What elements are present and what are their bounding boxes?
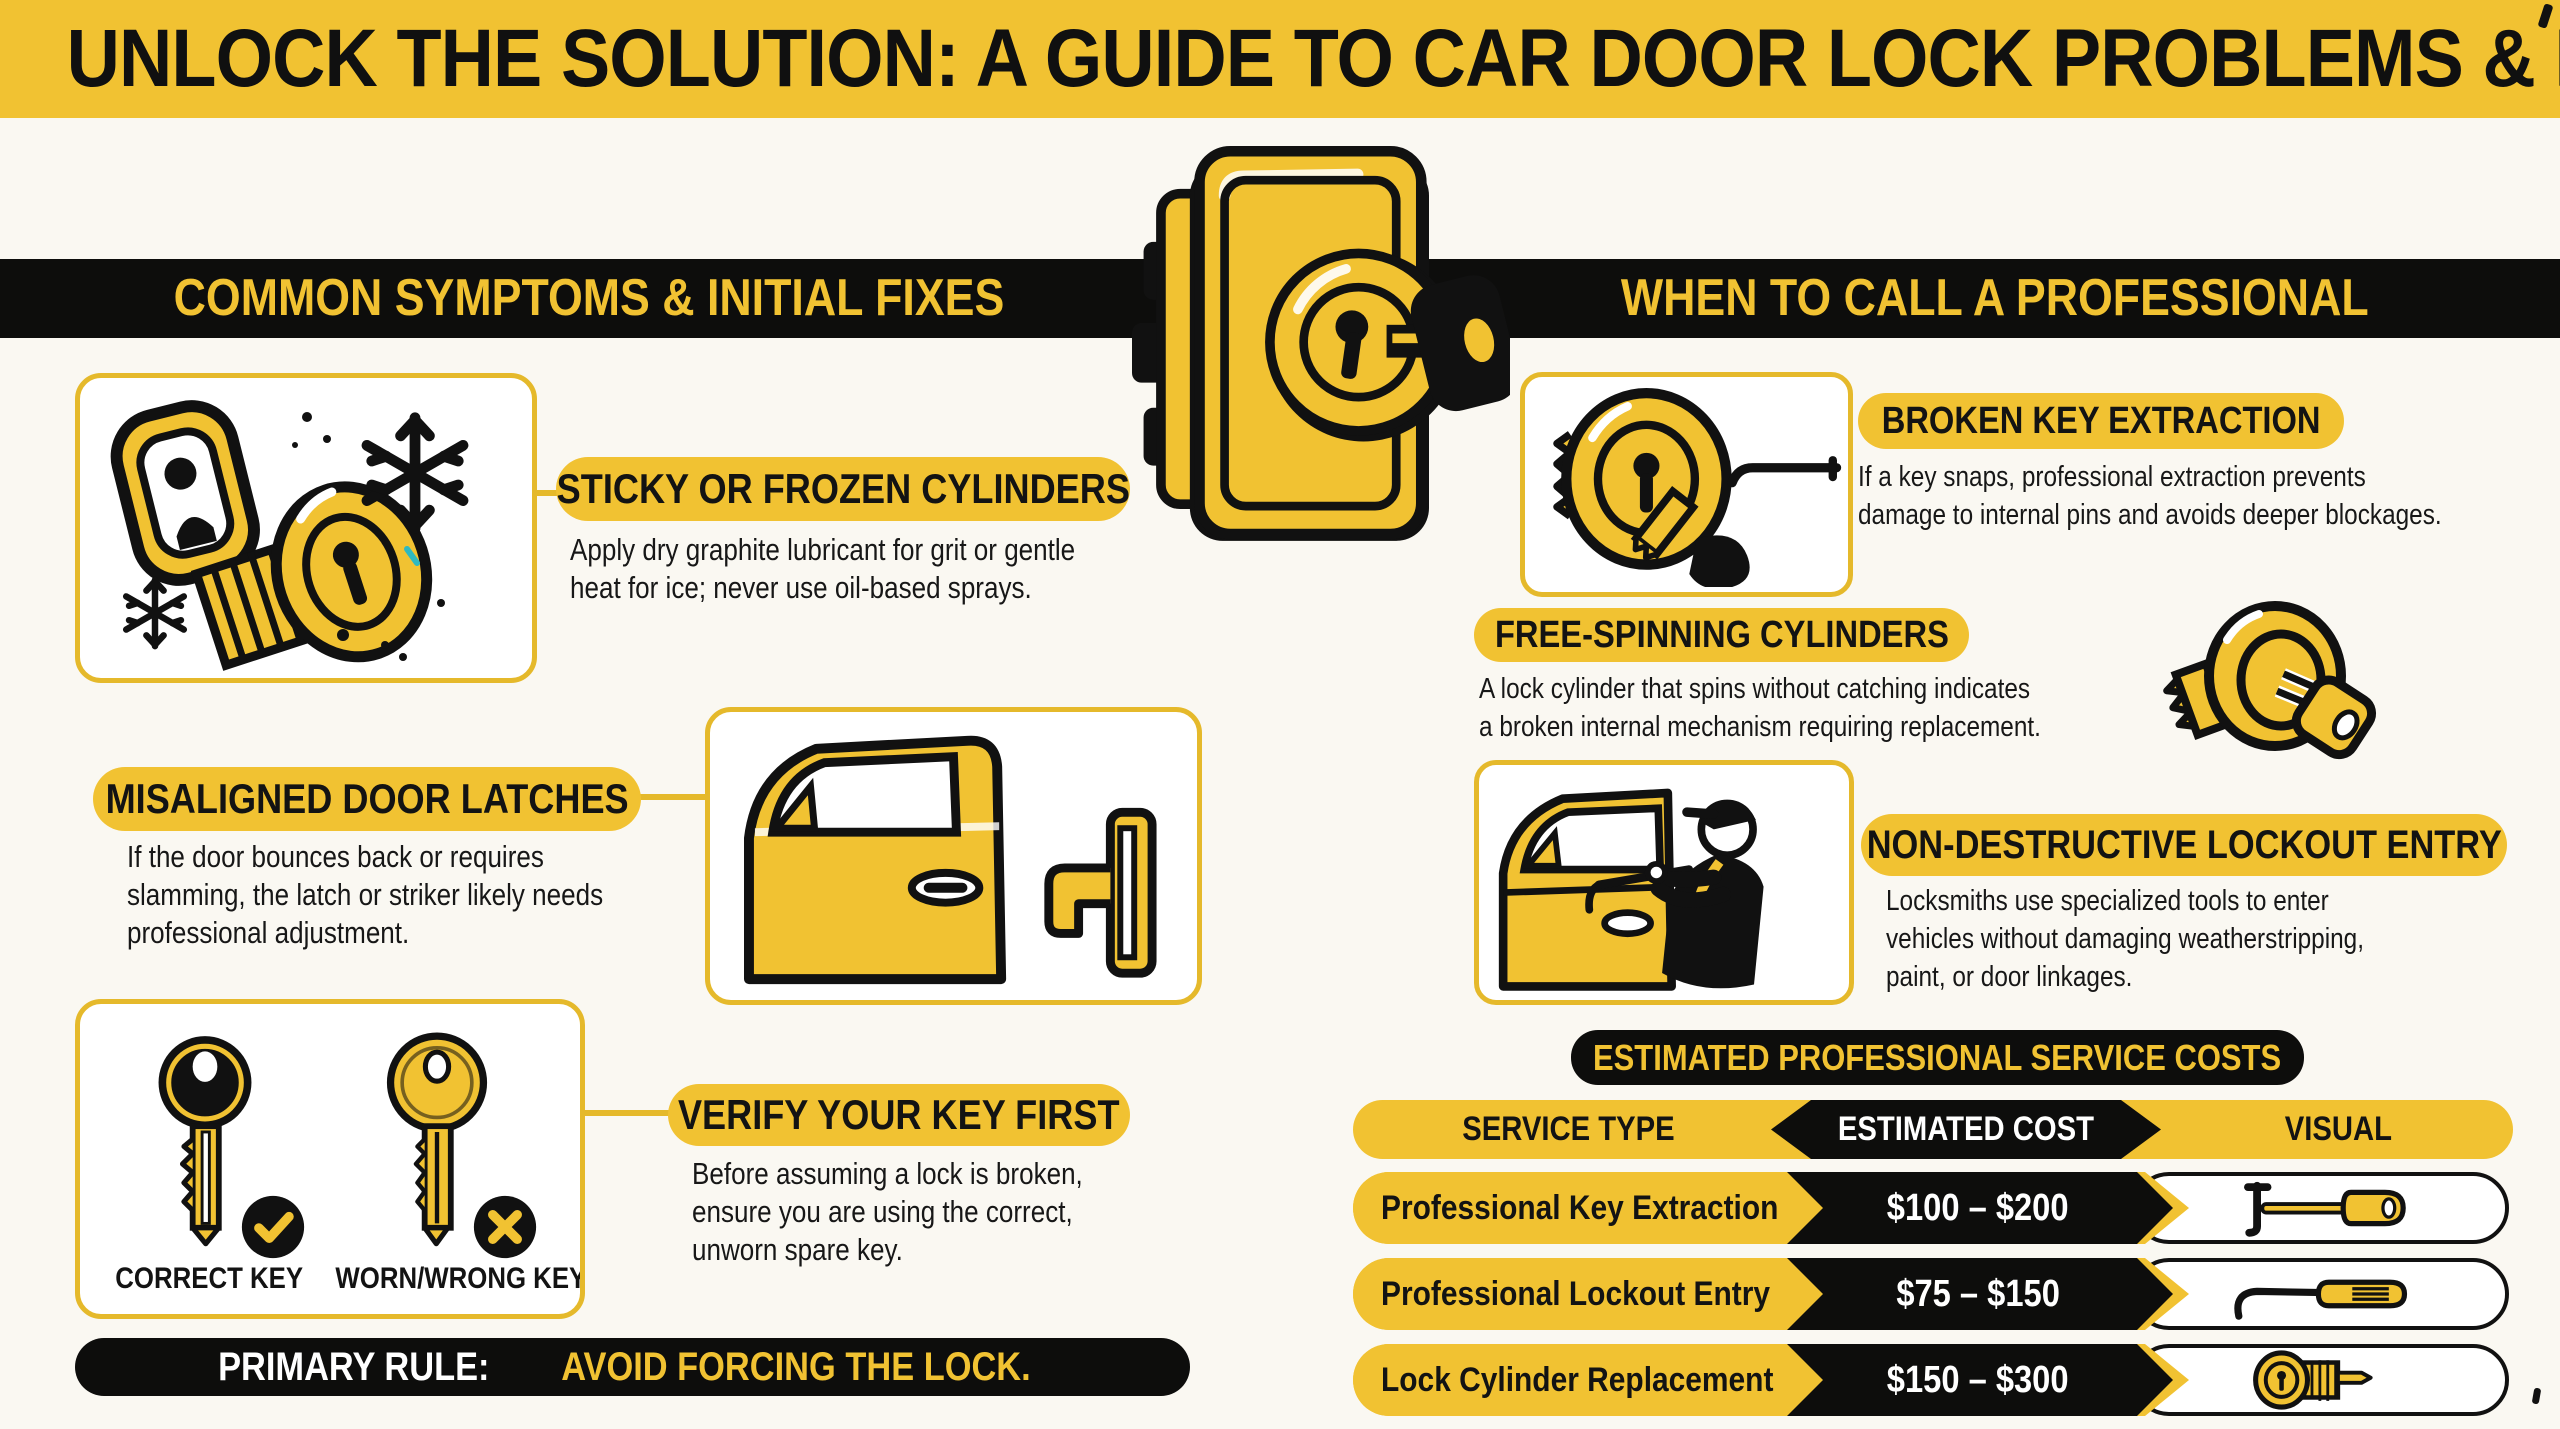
section-title: NON-DESTRUCTIVE LOCKOUT ENTRY: [1866, 822, 2502, 867]
row-service-segment: [1353, 1172, 1823, 1244]
connector-line: [639, 794, 707, 800]
correct-key-label: CORRECT KEY: [115, 1262, 304, 1295]
lockout-entry-body: Locksmiths use specialized tools to ente…: [1886, 885, 2364, 993]
key-comparison-card: CORRECT KEY WORN/WRONG KEY: [75, 999, 585, 1319]
free-spinning-title-pill: FREE-SPINNING CYLINDERS: [1474, 608, 1969, 662]
free-spinning-body: A lock cylinder that spins without catch…: [1479, 673, 2041, 743]
sticky-frozen-body: Apply dry graphite lubricant for grit or…: [570, 532, 1076, 605]
service-cost: $100 – $200: [1887, 1187, 2069, 1229]
cross-badge-icon: [472, 1194, 538, 1260]
spinning-cylinder-with-key-icon: [2155, 592, 2395, 767]
car-door-lock-with-key-icon: [1105, 126, 1510, 568]
column-header-visual: VISUAL: [2284, 1110, 2392, 1148]
column-header-estimated-cost: ESTIMATED COST: [1837, 1110, 2095, 1148]
latch-striker: [1044, 807, 1157, 978]
primary-rule-prefix: PRIMARY RULE:: [217, 1344, 490, 1389]
service-name: Professional Key Extraction: [1381, 1189, 1779, 1227]
sticky-frozen-title-pill: STICKY OR FROZEN CYLINDERS: [556, 457, 1130, 521]
service-name: Professional Lockout Entry: [1381, 1275, 1771, 1313]
table-row: Professional Key Extraction $100 – $200: [1353, 1172, 2513, 1244]
title-banner: UNLOCK THE SOLUTION: A GUIDE TO CAR DOOR…: [0, 0, 2560, 118]
row-cost-segment: [1753, 1344, 2173, 1416]
lock-cylinder-icon: [2133, 1344, 2509, 1416]
row-service-segment: [1353, 1344, 1823, 1416]
lockout-hook-tool-icon: [2133, 1258, 2509, 1330]
section-title: STICKY OR FROZEN CYLINDERS: [556, 465, 1130, 512]
primary-rule-emphasis: AVOID FORCING THE LOCK.: [561, 1344, 1032, 1389]
misaligned-title-pill: MISALIGNED DOOR LATCHES: [93, 767, 641, 831]
misaligned-body: If the door bounces back or requires sla…: [127, 839, 604, 950]
row-service-segment: [1353, 1258, 1823, 1330]
primary-rule-bar: PRIMARY RULE: AVOID FORCING THE LOCK.: [75, 1338, 1190, 1396]
page-title: UNLOCK THE SOLUTION: A GUIDE TO CAR DOOR…: [66, 13, 2560, 104]
worn-key-icon: [372, 1026, 502, 1251]
costs-table: SERVICE TYPE ESTIMATED COST VISUAL: [1353, 1100, 2513, 1420]
connector-line: [523, 490, 558, 496]
left-section-header: COMMON SYMPTOMS & INITIAL FIXES: [173, 269, 1005, 327]
service-cost: $150 – $300: [1887, 1359, 2069, 1401]
check-badge-icon: [240, 1194, 306, 1260]
verify-key-body: Before assuming a lock is broken, ensure…: [692, 1156, 1083, 1267]
row-cost-segment: [1753, 1172, 2173, 1244]
broken-key-title-pill: BROKEN KEY EXTRACTION: [1858, 393, 2344, 449]
header-cost-hexagon: [1771, 1100, 2161, 1159]
print-artifact: [2531, 1387, 2542, 1405]
column-header-service-type: SERVICE TYPE: [1461, 1110, 1675, 1148]
broken-key-in-cylinder-icon: [1520, 372, 1853, 597]
correct-key-icon: [140, 1026, 270, 1251]
connector-line: [573, 1110, 670, 1116]
verify-key-title-pill: VERIFY YOUR KEY FIRST: [668, 1084, 1130, 1146]
locksmith-opening-car-door-icon: [1474, 760, 1854, 1005]
section-title: MISALIGNED DOOR LATCHES: [105, 775, 629, 822]
table-row: Professional Lockout Entry $75 – $150: [1353, 1258, 2513, 1330]
service-cost: $75 – $150: [1896, 1273, 2060, 1315]
section-title: BROKEN KEY EXTRACTION: [1881, 399, 2321, 442]
lockout-entry-title-pill: NON-DESTRUCTIVE LOCKOUT ENTRY: [1861, 814, 2507, 876]
broken-key-body: If a key snaps, professional extraction …: [1858, 461, 2442, 531]
row-cost-segment: [1753, 1258, 2173, 1330]
frozen-lock-cylinder-icon: [75, 373, 537, 683]
wrong-key-label: WORN/WRONG KEY: [335, 1262, 585, 1295]
costs-table-header: SERVICE TYPE ESTIMATED COST VISUAL: [1353, 1100, 2513, 1159]
section-title: VERIFY YOUR KEY FIRST: [678, 1091, 1120, 1138]
car-door-and-latch-icon: [705, 707, 1202, 1005]
service-name: Lock Cylinder Replacement: [1381, 1361, 1774, 1399]
section-title: FREE-SPINNING CYLINDERS: [1494, 613, 1949, 656]
table-row: Lock Cylinder Replacement $150 – $300: [1353, 1344, 2513, 1416]
key-extraction-tool-icon: [2133, 1172, 2509, 1244]
costs-table-title: ESTIMATED PROFESSIONAL SERVICE COSTS: [1571, 1030, 2304, 1085]
right-section-header: WHEN TO CALL A PROFESSIONAL: [1621, 269, 2369, 327]
